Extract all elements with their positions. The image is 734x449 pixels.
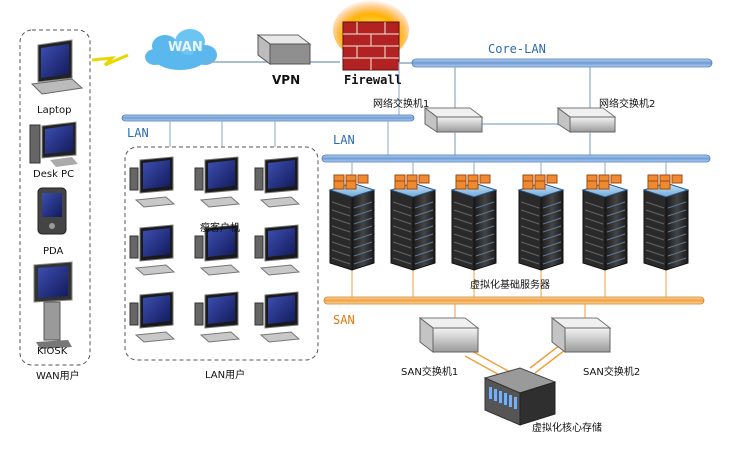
core-lan-label: Core-LAN: [488, 42, 546, 56]
thin-client-icon: [254, 156, 301, 208]
server-rack-icon: [450, 174, 498, 271]
desk-pc-icon: [29, 121, 78, 167]
san-switch1-icon: [418, 316, 480, 354]
thin-client-icon: [129, 156, 176, 208]
servers-label: 虚拟化基础服务器: [470, 280, 550, 291]
thin-client-icon: [194, 291, 241, 343]
pda-label: PDA: [43, 246, 64, 257]
thin-clients-label: 瘦客户机: [200, 223, 240, 234]
thin-client-icon: [129, 224, 176, 276]
storage-array-icon: [483, 367, 557, 426]
san-bus: [323, 296, 705, 305]
lan-top-label: LAN: [127, 126, 149, 140]
lan-main-bus: [321, 154, 711, 163]
wan-users-group-box: [19, 29, 91, 366]
kiosk-label: KIOSK: [37, 346, 68, 357]
server-rack-icon: [389, 174, 437, 271]
server-rack-icon: [642, 174, 690, 271]
lan-main-label: LAN: [333, 133, 355, 147]
wan-users-label: WAN用户: [36, 371, 80, 382]
wan-label: WAN: [168, 40, 203, 55]
wireless-link: [91, 53, 129, 67]
lan-top-bus: [121, 114, 415, 122]
wan-cloud-icon: [145, 29, 217, 70]
san-switch1-label: SAN交换机1: [401, 367, 459, 378]
server-racks: [328, 174, 690, 271]
core-lan-bus: [411, 58, 713, 68]
pda-icon: [37, 187, 67, 235]
vpn-device-icon: [256, 34, 312, 65]
server-rack-icon: [328, 174, 376, 271]
san-switch2-label: SAN交换机2: [583, 367, 641, 378]
thin-client-icon: [254, 291, 301, 343]
san-label: SAN: [333, 313, 355, 327]
lan-users-label: LAN用户: [205, 370, 246, 381]
thin-clients: [129, 156, 301, 343]
firewall-label: Firewall: [344, 73, 402, 87]
network-switch1-icon: [423, 107, 484, 133]
firewall-icon: [333, 0, 409, 71]
laptop-label: Laptop: [37, 105, 72, 116]
thin-client-icon: [254, 224, 301, 276]
desk-pc-label: Desk PC: [33, 169, 75, 180]
thin-client-icon: [194, 156, 241, 208]
thin-client-icon: [129, 291, 176, 343]
network-switch1-label: 网络交换机1: [373, 99, 430, 110]
network-switch2-icon: [556, 107, 617, 133]
thin-client-icon: [194, 224, 241, 276]
network-switch2-label: 网络交换机2: [599, 99, 656, 110]
server-rack-icon: [517, 174, 565, 271]
vpn-label: VPN: [272, 73, 301, 87]
server-rack-icon: [581, 174, 629, 271]
storage-label: 虚拟化核心存储: [532, 423, 602, 434]
laptop-icon: [30, 39, 84, 95]
san-switch2-icon: [550, 316, 612, 354]
kiosk-icon: [33, 261, 73, 349]
